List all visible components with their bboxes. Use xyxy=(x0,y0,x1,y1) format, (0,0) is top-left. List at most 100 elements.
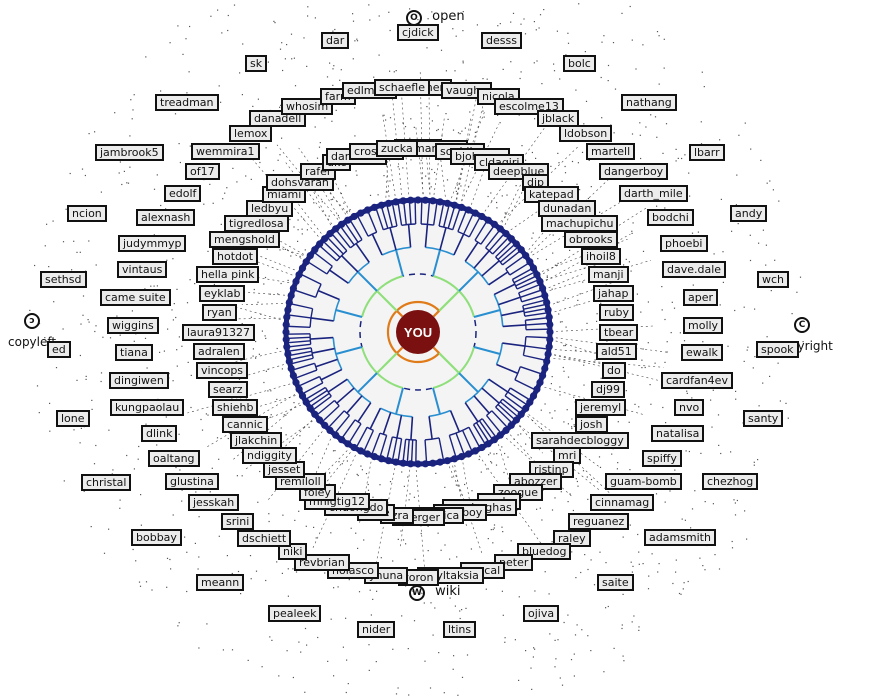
speckle-dot xyxy=(596,313,598,315)
tree-branch-segment xyxy=(301,382,324,395)
user-label: searz xyxy=(208,381,248,398)
user-label: molly xyxy=(683,317,724,334)
speckle-dot xyxy=(269,416,271,418)
speckle-dot xyxy=(84,174,86,177)
speckle-dot xyxy=(266,248,268,250)
speckle-dot xyxy=(599,466,602,468)
speckle-dot xyxy=(449,558,451,560)
speckle-dot xyxy=(331,120,333,122)
speckle-dot xyxy=(369,589,371,591)
speckle-dot xyxy=(495,464,498,466)
speckle-dot xyxy=(90,526,92,528)
speckle-dot xyxy=(368,669,370,671)
leaf-node xyxy=(526,398,534,406)
speckle-dot xyxy=(207,414,209,416)
speckle-dot xyxy=(176,349,178,351)
speckle-dot xyxy=(176,288,178,290)
speckle-dot xyxy=(515,185,517,187)
speckle-dot xyxy=(82,295,85,297)
speckle-dot xyxy=(692,284,694,286)
speckle-dot xyxy=(455,190,457,192)
user-label: tiana xyxy=(115,344,153,361)
tree-branch-segment xyxy=(432,387,441,415)
speckle-dot xyxy=(493,527,495,529)
speckle-dot xyxy=(662,406,664,409)
tree-branch-segment xyxy=(339,225,355,246)
user-label: vincops xyxy=(196,362,249,379)
speckle-dot xyxy=(645,126,647,128)
connector-line xyxy=(419,70,424,195)
speckle-dot xyxy=(211,467,213,469)
tree-branch-arc xyxy=(349,239,363,249)
speckle-dot xyxy=(376,590,378,592)
user-label: laura91327 xyxy=(182,324,256,341)
user-label: ed xyxy=(47,341,71,358)
speckle-dot xyxy=(607,64,610,67)
speckle-dot xyxy=(279,106,281,108)
speckle-dot xyxy=(664,207,666,209)
tree-branch-segment xyxy=(397,201,403,226)
speckle-dot xyxy=(488,454,490,456)
speckle-dot xyxy=(557,152,559,154)
leaf-node xyxy=(522,252,530,260)
speckle-dot xyxy=(663,67,665,69)
tree-branch-arc xyxy=(493,294,504,327)
speckle-dot xyxy=(618,242,620,244)
speckle-dot xyxy=(279,154,281,156)
speckle-dot xyxy=(400,530,402,532)
user-label: sk xyxy=(245,55,268,72)
speckle-dot xyxy=(129,135,131,137)
speckle-dot xyxy=(588,159,590,161)
speckle-dot xyxy=(114,112,116,114)
leaf-node xyxy=(458,203,466,211)
speckle-dot xyxy=(571,418,573,420)
tree-branch-segment xyxy=(288,354,313,361)
speckle-dot xyxy=(94,330,96,333)
speckle-dot xyxy=(286,650,288,652)
center-label: YOU xyxy=(404,325,432,340)
speckle-dot xyxy=(576,624,578,626)
tree-branch-segment xyxy=(382,412,392,435)
speckle-dot xyxy=(327,660,329,662)
speckle-dot xyxy=(220,101,222,103)
tree-branch-segment xyxy=(473,346,501,355)
tree-branch-segment xyxy=(297,375,320,388)
speckle-dot xyxy=(264,335,266,337)
speckle-dot xyxy=(119,499,121,501)
tree-branch-segment xyxy=(356,214,369,237)
leaf-node xyxy=(544,306,552,314)
speckle-dot xyxy=(573,425,575,427)
speckle-dot xyxy=(682,588,684,590)
speckle-dot xyxy=(579,293,581,295)
user-label: jeremyl xyxy=(575,399,627,416)
speckle-dot xyxy=(650,403,652,405)
speckle-dot xyxy=(272,169,275,172)
speckle-dot xyxy=(289,218,291,221)
connector-line xyxy=(456,92,478,200)
user-label: eyklab xyxy=(199,285,246,302)
connector-line xyxy=(266,243,304,256)
speckle-dot xyxy=(268,520,270,523)
speckle-dot xyxy=(799,276,802,278)
tree-branch-segment xyxy=(322,240,341,258)
speckle-dot xyxy=(712,503,714,505)
speckle-dot xyxy=(441,135,443,137)
tree-branch-segment xyxy=(439,227,447,251)
speckle-dot xyxy=(571,426,573,428)
root-spoke xyxy=(432,346,440,354)
tree-branch-segment xyxy=(410,416,414,440)
user-label: tigredlosa xyxy=(224,215,289,232)
leaf-node xyxy=(517,246,525,254)
user-label: cinnamag xyxy=(590,494,655,511)
speckle-dot xyxy=(233,4,236,6)
speckle-dot xyxy=(504,452,506,455)
speckle-dot xyxy=(102,336,104,338)
leaf-node xyxy=(306,404,314,412)
connector-line xyxy=(426,154,431,195)
tree-branch-arc xyxy=(473,418,483,426)
speckle-dot xyxy=(654,116,657,118)
speckle-dot xyxy=(734,514,737,516)
inner-dashed-ring xyxy=(359,273,477,391)
speckle-dot xyxy=(179,469,181,471)
speckle-dot xyxy=(605,607,607,609)
